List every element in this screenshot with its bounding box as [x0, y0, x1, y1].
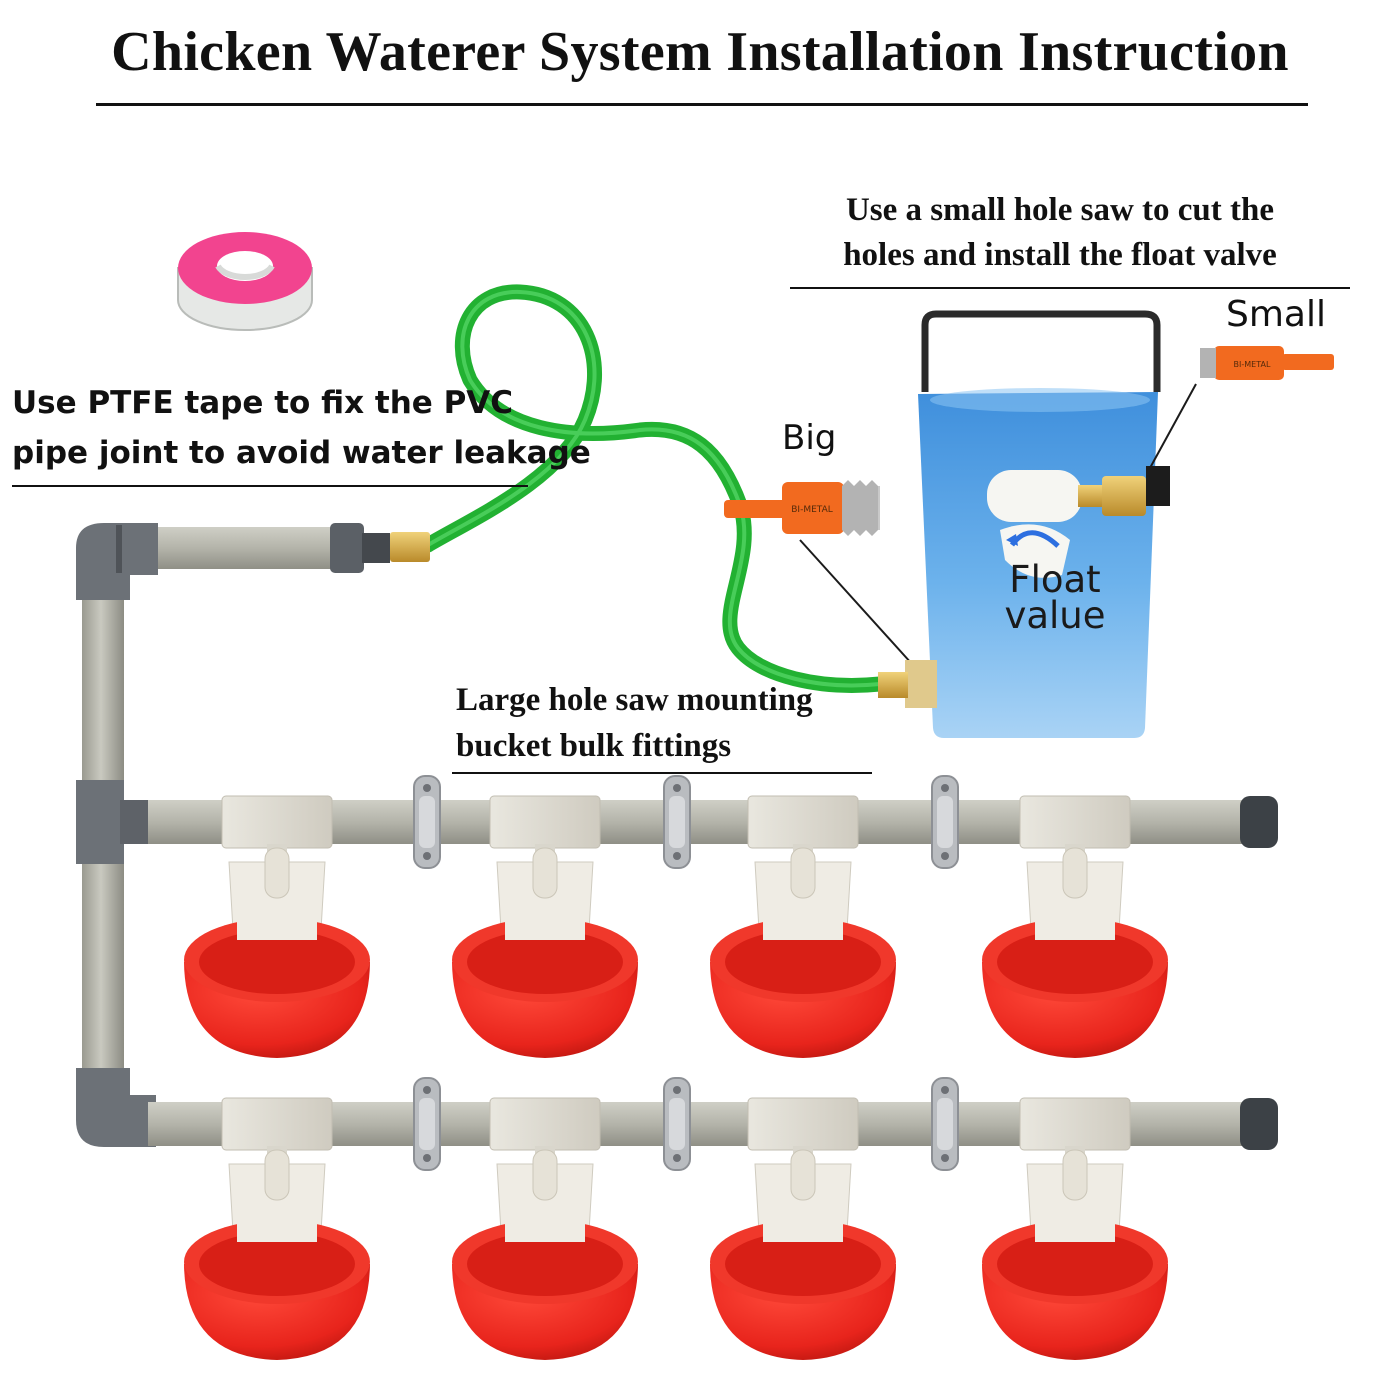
holesaw-instruction-line2: holes and install the float valve	[843, 237, 1277, 273]
pipe-clamp	[663, 775, 691, 869]
drinking-cup	[184, 795, 370, 1058]
small-saw-pointer	[1149, 383, 1197, 469]
holesaw-instruction-line1: Use a small hole saw to cut the	[845, 192, 1275, 228]
pipe-clamp	[931, 775, 959, 869]
drinking-cup	[452, 1097, 638, 1360]
bulk-fitting-instruction-line2: bucket bulk fittings	[456, 728, 732, 764]
holesaw-underline	[790, 287, 1350, 289]
page-title: Chicken Waterer System Installation Inst…	[111, 21, 1289, 83]
ptfe-underline	[12, 485, 528, 487]
ptfe-tape-roll	[177, 232, 313, 331]
pvc-frame	[76, 523, 430, 1147]
big-saw-imprint: BI-METAL	[791, 505, 833, 515]
pipe-row-2	[148, 1077, 1278, 1360]
title-underline	[96, 103, 1308, 106]
ptfe-instruction-line1: Use PTFE tape to fix the PVC	[12, 385, 514, 421]
drinking-cup	[710, 795, 896, 1058]
water-bucket	[878, 310, 1170, 738]
small-saw-label: Small	[1226, 294, 1326, 335]
float-valve-label-line2: value	[1004, 594, 1106, 637]
small-hole-saw: BI-METAL	[1200, 346, 1334, 380]
drinking-cup	[710, 1097, 896, 1360]
big-saw-label: Big	[782, 418, 837, 458]
pipe-clamp	[663, 1077, 691, 1171]
small-saw-imprint: BI-METAL	[1234, 360, 1271, 369]
drinking-cup	[982, 1097, 1168, 1360]
cup-rows	[148, 775, 1278, 1360]
bulk-fitting-instruction: Large hole saw mounting bucket bulk fitt…	[456, 677, 813, 769]
bulk-fitting-instruction-line1: Large hole saw mounting	[456, 682, 813, 718]
bulk-fitting-underline	[452, 772, 872, 774]
pipe-clamp	[931, 1077, 959, 1171]
drinking-cup	[452, 795, 638, 1058]
pipe-clamp	[413, 775, 441, 869]
big-saw-pointer	[799, 539, 913, 665]
ptfe-instruction: Use PTFE tape to fix the PVC pipe joint …	[12, 378, 591, 478]
pipe-end-cap	[1240, 796, 1278, 848]
float-valve-label-line1: Float	[1009, 558, 1101, 601]
pipe-clamp	[413, 1077, 441, 1171]
drinking-cup	[184, 1097, 370, 1360]
ptfe-instruction-line2: pipe joint to avoid water leakage	[12, 435, 591, 471]
pipe-end-cap	[1240, 1098, 1278, 1150]
float-valve-label: Float value	[1000, 558, 1110, 637]
pipe-row-1	[148, 775, 1278, 1058]
holesaw-instruction: Use a small hole saw to cut the holes an…	[790, 188, 1330, 278]
drinking-cup	[982, 795, 1168, 1058]
big-hole-saw: BI-METAL	[724, 480, 880, 536]
